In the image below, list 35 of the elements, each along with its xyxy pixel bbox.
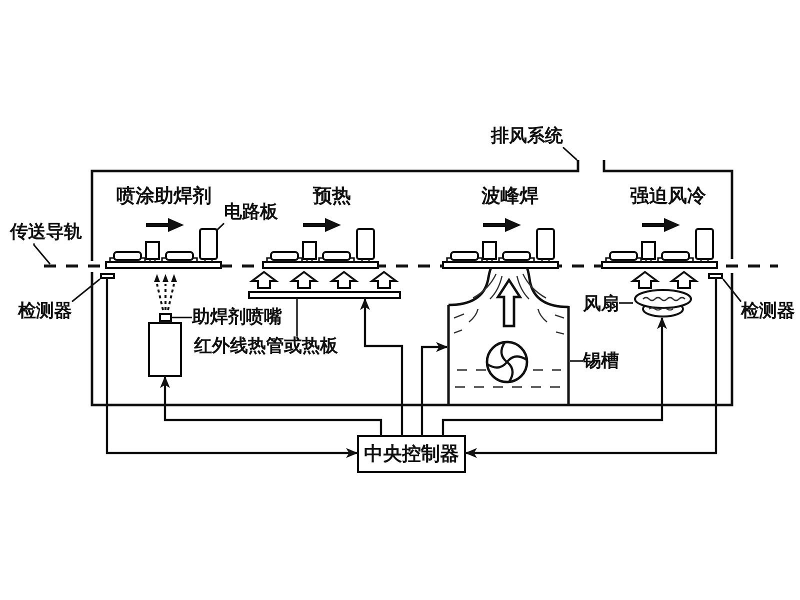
part-label: 助焊剂喷嘴 — [192, 308, 282, 328]
sensor — [100, 273, 115, 279]
signal-arrow — [360, 298, 404, 435]
controller-box: 中央控制器 — [357, 435, 466, 473]
station-title: 预热 — [313, 186, 351, 208]
part-label: 检测器 — [741, 302, 795, 322]
signal-arrow — [160, 376, 382, 435]
signal-arrow — [465, 279, 718, 458]
signal-arrow — [106, 279, 358, 458]
part-label: 锡槽 — [583, 352, 619, 372]
sensor — [708, 273, 723, 279]
part-label: 排风系统 — [491, 126, 563, 148]
station-title: 波峰焊 — [482, 186, 538, 208]
leader-line — [619, 302, 633, 304]
spray-nozzle — [159, 313, 172, 322]
cooling-fan — [633, 288, 693, 318]
signal-arrow — [420, 342, 448, 435]
part-label: 风扇 — [583, 294, 619, 316]
part-label: 红外线热管或热板 — [194, 336, 338, 358]
heater-plate — [248, 291, 401, 299]
part-label: 电路板 — [224, 202, 278, 224]
flux-tank — [148, 322, 182, 377]
leader-line — [215, 222, 225, 232]
leader-line — [562, 146, 578, 161]
signal-arrow — [442, 317, 667, 435]
leader-line — [33, 243, 51, 265]
part-label: 检测器 — [18, 302, 72, 322]
leader-line — [722, 278, 742, 302]
leader-line — [172, 316, 192, 318]
solder-tank — [447, 266, 570, 405]
leader-line — [72, 278, 100, 302]
station-title: 强迫风冷 — [630, 186, 706, 208]
station-title: 喷涂助焊剂 — [116, 186, 212, 208]
leader-line — [570, 360, 583, 362]
part-label: 传送导轨 — [10, 222, 82, 244]
